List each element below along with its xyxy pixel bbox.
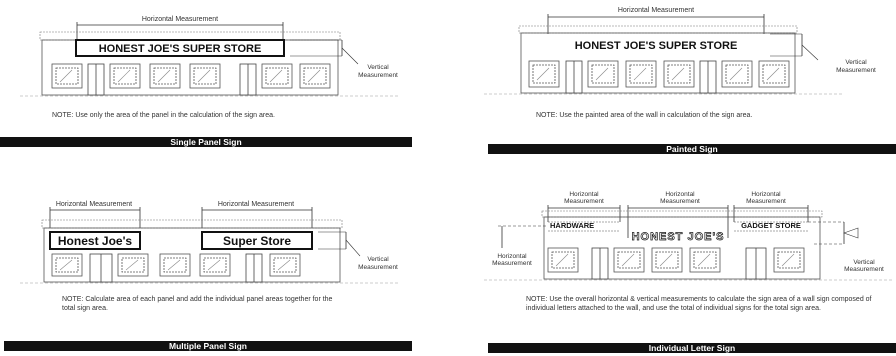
sign-panel-right xyxy=(201,231,313,250)
horizontal-measurement-label-2-line2: Measurement xyxy=(660,198,700,205)
horizontal-measurement-label-left: Horizontal Measurement xyxy=(56,201,132,208)
storefront-doors xyxy=(87,63,257,96)
sign-text-right: Super Store xyxy=(223,234,291,248)
horizontal-measurement-label: Horizontal Measurement xyxy=(142,16,218,23)
building-facade xyxy=(520,32,796,94)
horizontal-measurement-label-right: Horizontal Measurement xyxy=(218,201,294,208)
horizontal-measurement-label: Horizontal Measurement xyxy=(618,7,694,14)
building-facade xyxy=(43,227,341,283)
building-facade xyxy=(543,216,821,280)
sign-text: HONEST JOE'S SUPER STORE xyxy=(99,43,262,55)
right-measurement-label-line2: Measurement xyxy=(844,266,884,273)
individual-letter-note: NOTE: Use the overall horizontal & verti… xyxy=(526,296,872,312)
horizontal-measurement-label-1-line1: Horizontal xyxy=(569,191,599,198)
horizontal-measurement-label-3-line1: Horizontal xyxy=(751,191,781,198)
painted-storefront: Horizontal Measurement HONEST JOE'S SUPE… xyxy=(484,7,876,95)
storefront-doors xyxy=(565,60,717,94)
individual-letter-sign-diagram: Horizontal Measurement Horizontal Measur… xyxy=(484,178,896,356)
sign-panel xyxy=(75,39,285,57)
storefront-windows xyxy=(51,63,331,89)
sign-panel-left xyxy=(49,231,141,250)
vertical-measurement-label-line1: Vertical xyxy=(367,64,389,71)
left-measurement-label-line2: Measurement xyxy=(492,260,532,267)
multiple-panel-sign-diagram: Horizontal Measurement Horizontal Measur… xyxy=(0,178,440,356)
vertical-measurement-label-line2: Measurement xyxy=(358,264,398,271)
vertical-measurement-label-line2: Measurement xyxy=(358,72,398,79)
multiple-panel-storefront: Horizontal Measurement Horizontal Measur… xyxy=(20,201,400,284)
single-panel-sign-diagram: Horizontal Measurement HONEST JOE'S SUPE… xyxy=(0,0,440,175)
building-cornice xyxy=(518,25,798,34)
painted-sign-diagram: Horizontal Measurement HONEST JOE'S SUPE… xyxy=(484,0,896,175)
sign-text-left: Honest Joe's xyxy=(58,234,133,248)
single-panel-storefront: Horizontal Measurement HONEST JOE'S SUPE… xyxy=(20,16,400,97)
sign-text-gadget-store: GADGET STORE xyxy=(741,221,801,230)
individual-letter-caption: Individual Letter Sign xyxy=(488,343,896,353)
sign-text-hardware: HARDWARE xyxy=(550,221,594,230)
horizontal-measurement-label-2-line1: Horizontal xyxy=(665,191,695,198)
horizontal-measurement-label-1-line2: Measurement xyxy=(564,198,604,205)
vertical-measurement-label-line1: Vertical xyxy=(367,256,389,263)
vertical-measurement-label-line1: Vertical xyxy=(845,59,867,66)
individual-letter-storefront: Horizontal Measurement Horizontal Measur… xyxy=(484,191,894,281)
sign-text: HONEST JOE'S SUPER STORE xyxy=(575,40,738,52)
storefront-windows xyxy=(51,253,301,277)
painted-sign-note: NOTE: Use the painted area of the wall i… xyxy=(536,112,753,119)
right-measurement-label-line1: Vertical xyxy=(853,259,875,266)
building-cornice xyxy=(41,219,343,229)
painted-sign-caption: Painted Sign xyxy=(488,144,896,154)
building-cornice xyxy=(39,31,341,41)
sign-text-honest-joes: HONEST JOE'S xyxy=(632,231,725,243)
horizontal-dimension-lines xyxy=(547,205,809,238)
multiple-panel-note: NOTE: Calculate area of each panel and a… xyxy=(62,296,333,312)
building-cornice xyxy=(541,210,823,218)
vertical-measurement-label-line2: Measurement xyxy=(836,67,876,74)
left-measurement-label-line1: Horizontal xyxy=(497,253,527,260)
single-panel-caption: Single Panel Sign xyxy=(0,137,412,147)
storefront-doors xyxy=(89,253,263,283)
storefront-windows xyxy=(547,247,805,273)
single-panel-note: NOTE: Use only the area of the panel in … xyxy=(52,112,275,119)
horizontal-measurement-label-3-line2: Measurement xyxy=(746,198,786,205)
multiple-panel-caption: Multiple Panel Sign xyxy=(4,341,412,351)
storefront-doors xyxy=(591,247,767,280)
